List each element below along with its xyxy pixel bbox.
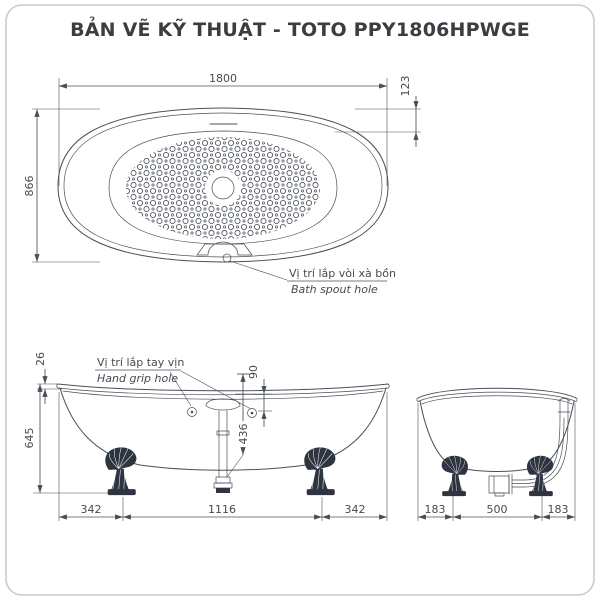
dim-left-foot-value: 342 <box>81 503 102 516</box>
drain-column <box>205 398 241 493</box>
dim-width-1800: 1800 <box>58 72 388 186</box>
drain-circle <box>211 176 235 200</box>
spout-label-vi: Vị trí lắp vòi xà bồn <box>289 267 396 280</box>
bath-spout <box>196 241 288 281</box>
dim-end-right-value: 183 <box>548 503 569 516</box>
dim-drain-depth-436: 436 <box>226 373 250 478</box>
page-border <box>5 4 595 596</box>
dim-grip-depth-value: 90 <box>247 365 260 379</box>
dim-rim-inset-value: 123 <box>399 76 412 97</box>
dim-end-center-value: 500 <box>487 503 508 516</box>
dim-rim-thickness-26: 26 <box>34 352 62 404</box>
grip-label-en: Hand grip hole <box>97 372 178 385</box>
spout-label: Vị trí lắp vòi xà bồn Bath spout hole <box>287 267 396 296</box>
dim-feet-spacing: 342 1116 342 <box>58 392 388 521</box>
dim-end-spacing: 183 500 183 <box>417 403 576 521</box>
anti-slip-dots <box>126 137 320 239</box>
end-view: 183 500 183 <box>416 387 578 521</box>
dim-feet-span-value: 1116 <box>208 503 236 516</box>
spout-leader-line <box>229 260 288 281</box>
page-title: BẢN VẼ KỸ THUẬT - TOTO PPY1806HPWGE <box>70 16 530 41</box>
tub-plan-outline <box>57 107 389 263</box>
dim-drain-depth-value: 436 <box>237 424 250 445</box>
grip-label: Vị trí lắp tay vịn Hand grip hole <box>95 356 184 385</box>
dim-height-value: 645 <box>23 428 36 449</box>
dim-grip-depth-90: 90 <box>235 365 272 427</box>
grip-label-vi: Vị trí lắp tay vịn <box>97 356 184 369</box>
tub-end-outline <box>416 387 578 472</box>
spout-hole <box>222 253 232 263</box>
dim-rim-inset-123: 123 <box>335 76 421 147</box>
dim-height-645: 645 <box>23 384 108 494</box>
drain-pipe <box>488 398 571 497</box>
dim-height-866: 866 <box>23 108 100 263</box>
dim-end-left-value: 183 <box>425 503 446 516</box>
top-view: Vị trí lắp vòi xà bồn Bath spout hole 18… <box>23 72 421 296</box>
spout-label-en: Bath spout hole <box>291 283 378 296</box>
hand-grip-holes <box>169 370 257 418</box>
dim-height-value: 866 <box>23 176 36 197</box>
dim-rim-thickness-value: 26 <box>34 352 47 366</box>
dim-right-foot-value: 342 <box>345 503 366 516</box>
side-view: Vị trí lắp tay vịn Hand grip hole 26 645… <box>23 352 390 521</box>
dim-width-value: 1800 <box>209 72 237 85</box>
